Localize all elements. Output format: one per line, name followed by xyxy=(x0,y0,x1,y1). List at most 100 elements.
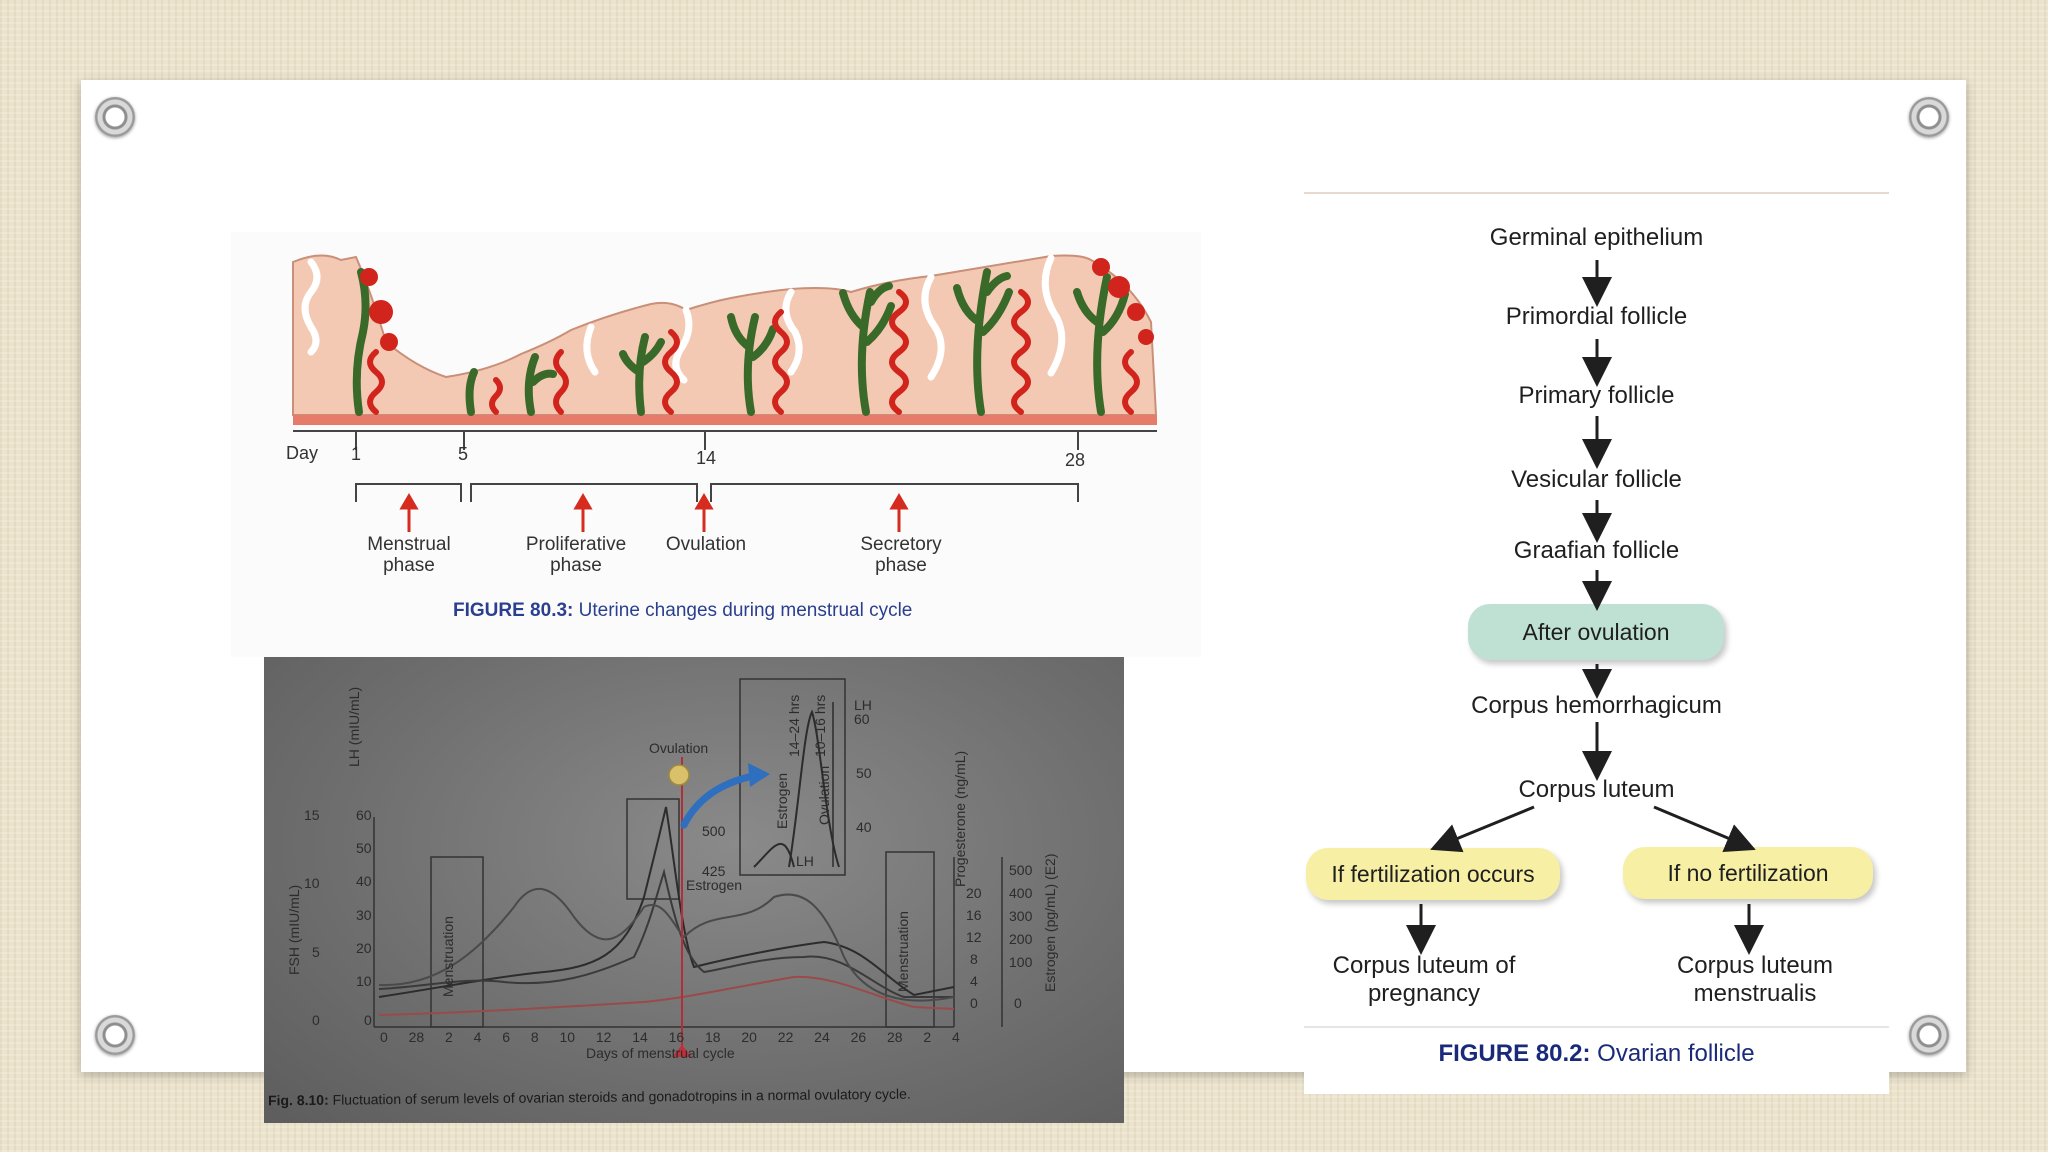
day-tick-label: 1 xyxy=(351,444,362,464)
uterine-figure-caption: FIGURE 80.3: Uterine changes during mens… xyxy=(453,600,912,622)
slide-board: Day 1 5 14 28 Menstrual phase Proliferat… xyxy=(81,80,1966,1123)
flow-step: Germinal epithelium xyxy=(1489,224,1704,251)
x-tick: 24 xyxy=(814,1029,830,1045)
fsh-tick: 5 xyxy=(312,944,320,960)
day-tick-label: 5 xyxy=(458,444,469,464)
x-axis-label: Days of menstrual cycle xyxy=(586,1045,735,1061)
day-tick-label: 14 xyxy=(696,448,717,468)
caption-number: FIGURE 80.2: xyxy=(1438,1040,1591,1067)
grommet-top-left xyxy=(95,97,135,137)
inset-lh-label: LH xyxy=(854,697,872,713)
day-tick-label: 28 xyxy=(1065,450,1086,470)
inset-tick: 40 xyxy=(856,819,872,835)
no-fertilization-pill: If no fertilization xyxy=(1623,847,1873,899)
flow-step: Graafian follicle xyxy=(1513,537,1680,564)
cycle-timeline xyxy=(355,432,1079,532)
caption-number: FIGURE 80.3: xyxy=(453,600,574,621)
x-tick: 2 xyxy=(445,1029,453,1045)
caption-text: Ovarian follicle xyxy=(1590,1040,1755,1067)
lh-tick: 50 xyxy=(356,840,372,856)
x-axis-ticks: 0 28 2 4 6 8 10 12 14 16 18 20 22 24 26 … xyxy=(380,1029,960,1045)
caption-number: Fig. 8.10: xyxy=(267,1091,329,1109)
flow-step: Primary follicle xyxy=(1518,382,1675,409)
ovulation-label: Ovulation xyxy=(649,740,709,756)
progesterone-tick: 8 xyxy=(970,951,978,967)
fertilization-occurs-pill: If fertilization occurs xyxy=(1306,848,1560,900)
hormone-chart-photo: Ovulation LH (mIU/mL) FSH (mIU/mL) Proge… xyxy=(264,657,1124,1123)
x-tick: 12 xyxy=(595,1029,612,1045)
x-tick: 14 xyxy=(632,1029,648,1045)
x-tick: 28 xyxy=(886,1029,903,1045)
day-label: Day xyxy=(286,443,319,463)
inset-ovulation-vertical: Ovulation xyxy=(816,765,832,825)
progesterone-tick: 12 xyxy=(966,929,982,945)
x-tick: 16 xyxy=(668,1029,685,1045)
estrogen-tick: 500 xyxy=(1009,862,1033,878)
x-tick: 20 xyxy=(741,1029,757,1045)
lh-tick: 40 xyxy=(356,873,372,889)
progesterone-axis-label: Progesterone (ng/mL) xyxy=(952,750,968,887)
x-tick: 0 xyxy=(380,1029,388,1045)
endometrium-illustration xyxy=(292,254,1158,432)
x-tick: 26 xyxy=(850,1029,867,1045)
outcome-menstrualis: Corpus luteum menstrualis xyxy=(1676,952,1834,1007)
x-tick: 4 xyxy=(473,1029,482,1045)
x-tick: 18 xyxy=(705,1029,721,1045)
fsh-tick: 0 xyxy=(312,1012,320,1028)
phase-label: Menstrual phase xyxy=(367,534,451,576)
bottom-rule xyxy=(1304,1026,1889,1028)
progesterone-tick: 20 xyxy=(966,885,982,901)
progesterone-tick: 16 xyxy=(966,907,982,923)
uterine-changes-figure: Day 1 5 14 28 Menstrual phase Proliferat… xyxy=(231,232,1201,657)
top-rule xyxy=(1304,192,1889,194)
phase-label: Ovulation xyxy=(665,534,747,555)
inset-interval-1: 14–24 hrs xyxy=(786,694,802,757)
lh-tick: 60 xyxy=(356,807,372,823)
lh-tick: 30 xyxy=(356,907,372,923)
flow-step: Primordial follicle xyxy=(1505,303,1688,330)
lh-tick: 0 xyxy=(364,1012,372,1028)
x-tick: 10 xyxy=(559,1029,576,1045)
inset-tick: 60 xyxy=(854,711,870,727)
estrogen-tick: 200 xyxy=(1009,931,1033,947)
outcome-pregnancy: Corpus luteum of pregnancy xyxy=(1332,952,1516,1007)
grommet-bottom-right xyxy=(1909,1015,1949,1055)
x-tick: 2 xyxy=(923,1029,932,1045)
flow-step: Vesicular follicle xyxy=(1511,466,1682,493)
ovarian-figure-caption: FIGURE 80.2: Ovarian follicle xyxy=(1304,1040,1889,1068)
lh-tick: 10 xyxy=(356,973,372,989)
estrogen-tick: 400 xyxy=(1009,885,1033,901)
corpus-hemorrhagicum: Corpus hemorrhagicum xyxy=(1471,692,1722,719)
grommet-bottom-left xyxy=(95,1015,135,1055)
x-tick: 28 xyxy=(408,1029,425,1045)
inset-tick: 50 xyxy=(856,765,872,781)
lh-axis-label: LH (mIU/mL) xyxy=(346,686,362,767)
ovarian-follicle-figure: Germinal epithelium Primordial follicle … xyxy=(1304,192,1889,1094)
x-tick: 22 xyxy=(777,1029,794,1045)
x-tick: 4 xyxy=(951,1029,960,1045)
corpus-luteum: Corpus luteum xyxy=(1518,776,1675,803)
fsh-axis-label: FSH (mIU/mL) xyxy=(286,884,302,975)
estrogen-tick: 300 xyxy=(1009,908,1033,924)
x-tick: 6 xyxy=(502,1029,511,1045)
inset-estrogen-label: Estrogen xyxy=(686,877,743,893)
phase-label: Proliferative phase xyxy=(525,534,627,576)
caption-text: Uterine changes during menstrual cycle xyxy=(573,600,913,621)
estrogen-tick: 100 xyxy=(1009,954,1033,970)
inset-estrogen-vertical: Estrogen xyxy=(774,772,790,829)
hormone-chart-drawing xyxy=(373,678,1003,1057)
progesterone-tick: 4 xyxy=(970,973,978,989)
menstruation-label: Menstruation xyxy=(895,911,911,992)
menstruation-label: Menstruation xyxy=(440,916,456,997)
after-ovulation-pill: After ovulation xyxy=(1468,604,1724,660)
lh-tick: 20 xyxy=(356,940,372,956)
inset-estrogen-tick: 500 xyxy=(702,823,726,839)
phase-label: Secretory phase xyxy=(860,534,942,576)
estrogen-axis-label: Estrogen (pg/mL) (E2) xyxy=(1042,853,1058,993)
inset-lh-small: LH xyxy=(796,853,814,869)
progesterone-tick: 0 xyxy=(970,995,978,1011)
inset-estrogen-tick: 425 xyxy=(702,863,726,879)
menstruation-box xyxy=(430,856,484,1028)
inset-interval-2: 10–16 hrs xyxy=(812,694,828,757)
estrogen-tick: 0 xyxy=(1014,995,1022,1011)
